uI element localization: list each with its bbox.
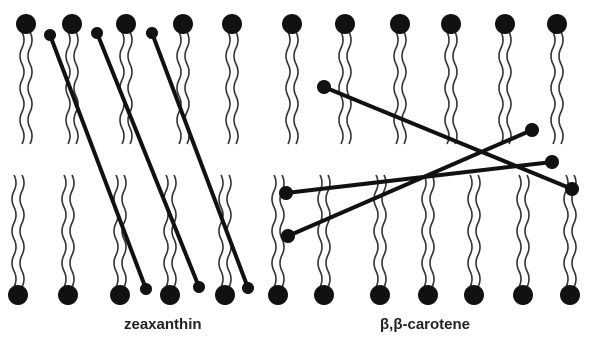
lipid-head-group (116, 14, 136, 34)
lower-lipid (513, 175, 533, 305)
lipid-tail (294, 32, 298, 144)
zeaxanthin-label: zeaxanthin (124, 316, 202, 334)
lipid-head-group (335, 14, 355, 34)
lower-lipid (58, 175, 78, 305)
lower-lipid (418, 175, 438, 305)
lipid-tail (394, 32, 398, 144)
upper-lipid (222, 14, 242, 144)
zeaxanthin-molecule (46, 31, 150, 293)
lipid-head-group (215, 285, 235, 305)
lower-lipid-leaflet (8, 175, 580, 305)
lipid-tail (559, 32, 563, 144)
lipid-head-group (173, 14, 193, 34)
lipid-tail (318, 175, 322, 287)
lipid-tail (74, 32, 78, 144)
lipid-tail (507, 32, 511, 144)
lipid-head-group (62, 14, 82, 34)
lipid-head-group (58, 285, 78, 305)
upper-lipid (16, 14, 36, 144)
zeaxanthin-molecule (148, 29, 252, 292)
lipid-tail (347, 32, 351, 144)
lipid-head-group (513, 285, 533, 305)
upper-lipid (390, 14, 410, 144)
upper-lipid (282, 14, 302, 144)
lipid-head-group (314, 285, 334, 305)
lipid-tail (226, 32, 230, 144)
lipid-tail (20, 32, 24, 144)
lipid-head-group (495, 14, 515, 34)
lipid-tail (326, 175, 330, 287)
lipid-tail (272, 175, 276, 287)
lipid-head-group (418, 285, 438, 305)
lipid-tail (12, 175, 16, 287)
lipid-head-group (110, 285, 130, 305)
lipid-tail (517, 175, 521, 287)
lipid-tail (551, 32, 555, 144)
lipid-tail (114, 175, 118, 287)
lipid-tail (177, 32, 181, 144)
lipid-head-group (8, 285, 28, 305)
lipid-head-group (222, 14, 242, 34)
lipid-tail (234, 32, 238, 144)
lipid-head-group (441, 14, 461, 34)
beta-carotene-molecule (281, 157, 557, 198)
lipid-tail (374, 175, 378, 287)
lipid-tail (453, 32, 457, 144)
lipid-head-group (370, 285, 390, 305)
lipid-tail (402, 32, 406, 144)
lipid-head-group (547, 14, 567, 34)
lipid-tail (525, 175, 529, 287)
lipid-head-group (390, 14, 410, 34)
lipid-tail (70, 175, 74, 287)
lipid-head-group (560, 285, 580, 305)
lipid-tail (164, 175, 168, 287)
lipid-head-group (464, 285, 484, 305)
lipid-head-group (282, 14, 302, 34)
lipid-tail (219, 175, 223, 287)
lower-lipid (314, 175, 334, 305)
beta-carotene-label: β,β-carotene (380, 316, 470, 334)
lower-lipid (8, 175, 28, 305)
upper-lipid (495, 14, 515, 144)
upper-lipid (547, 14, 567, 144)
zeaxanthin-molecule (93, 29, 203, 291)
upper-lipid (441, 14, 461, 144)
lipid-tail (476, 175, 480, 287)
lipid-tail (28, 32, 32, 144)
lipid-tail (128, 32, 132, 144)
lipid-tail (445, 32, 449, 144)
lipid-tail (286, 32, 290, 144)
upper-lipid (173, 14, 193, 144)
lipid-tail (499, 32, 503, 144)
lipid-tail (339, 32, 343, 144)
lipid-tail (62, 175, 66, 287)
beta-carotene-molecule (283, 125, 537, 241)
lipid-tail (468, 175, 472, 287)
beta-carotene-molecules (281, 82, 577, 241)
lipid-head-group (268, 285, 288, 305)
lipid-tail (430, 175, 434, 287)
lipid-tail (422, 175, 426, 287)
lower-lipid (464, 175, 484, 305)
lipid-head-group (16, 14, 36, 34)
upper-lipid (335, 14, 355, 144)
lipid-tail (20, 175, 24, 287)
lipid-head-group (160, 285, 180, 305)
